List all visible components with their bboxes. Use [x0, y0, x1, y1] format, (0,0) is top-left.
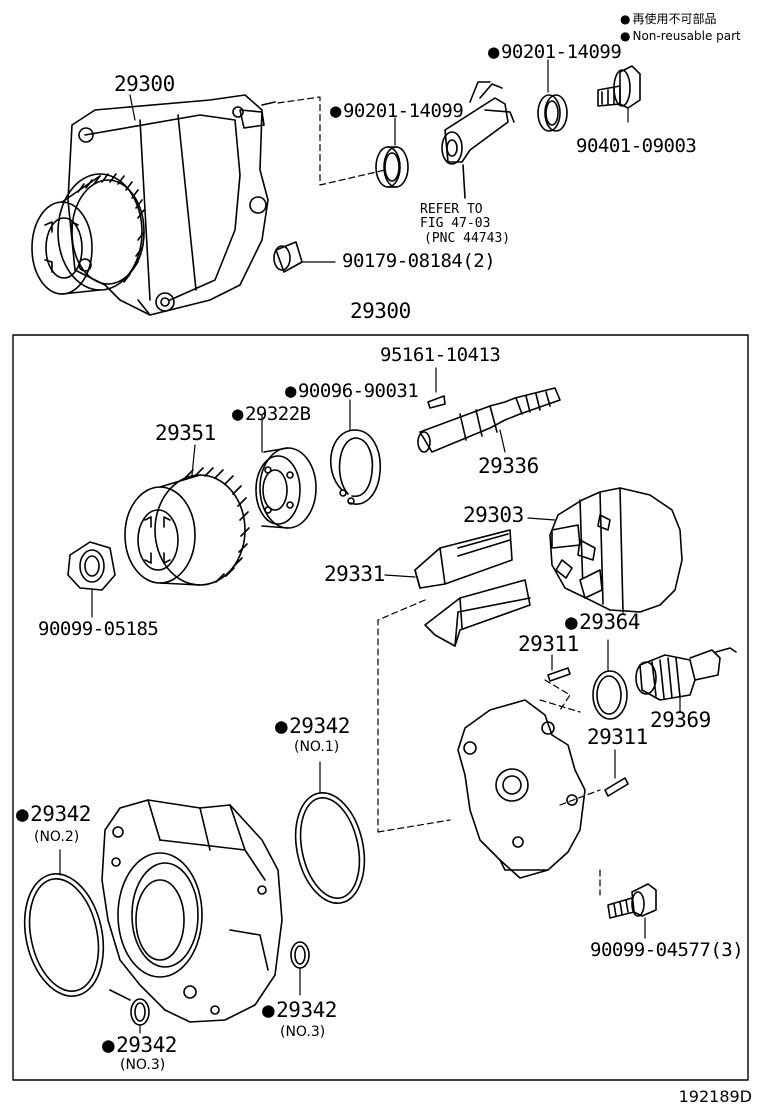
legend-line-1: 再使用不可部品 [620, 13, 716, 25]
rotor-shaft [417, 387, 561, 453]
o-ring-no1 [294, 761, 366, 905]
label-29303: 29303 [463, 503, 524, 527]
label-29331: 29331 [324, 562, 385, 586]
label-no3-a: (NO.3) [120, 1057, 166, 1073]
end-cover [457, 699, 586, 879]
pin-a [547, 654, 571, 682]
o-ring-no2 [23, 849, 105, 997]
legend-line-2: Non-reusable part [620, 30, 740, 42]
label-29364: 29364 [565, 612, 640, 633]
label-no2: (NO.2) [34, 829, 80, 845]
vacuum-pump-assembly-drawing [31, 94, 276, 316]
woodruff-key [427, 367, 446, 409]
snap-ring [329, 399, 381, 505]
label-90401-09003: 90401-09003 [576, 135, 697, 157]
figure-number: 192189D [678, 1087, 752, 1106]
label-90099-05185: 90099-05185 [38, 618, 159, 640]
label-90099-04577: 90099-04577(3) [590, 939, 744, 961]
o-ring-29364 [592, 639, 628, 720]
box-dashed-connectors [377, 599, 601, 896]
refer-line-1: REFER TO [420, 202, 483, 217]
label-29342-no1: 29342 [275, 716, 350, 737]
o-ring-no3-b [290, 941, 310, 996]
top-dashed-connectors [277, 96, 386, 186]
ball-bearing [255, 414, 317, 529]
oil-seal-b [537, 94, 568, 132]
label-95161-10413: 95161-10413 [380, 344, 501, 366]
label-90179-08184: 90179-08184(2) [342, 250, 496, 272]
label-29351: 29351 [155, 421, 216, 445]
label-29311-a: 29311 [518, 632, 579, 656]
label-29311-b: 29311 [587, 725, 648, 749]
o-ring-no3-a [130, 998, 150, 1034]
label-90096-90031: 90096-90031 [285, 382, 419, 401]
refer-line-3: (PNC 44743) [424, 231, 511, 246]
plug [273, 241, 303, 273]
label-29369: 29369 [650, 708, 711, 732]
union-fitting [441, 81, 515, 199]
drive-gear [124, 444, 250, 586]
lock-nut [67, 541, 116, 618]
label-29300-top: 29300 [114, 72, 175, 96]
label-29342-no3-b: 29342 [262, 1000, 337, 1021]
rotor [527, 487, 683, 613]
label-29322B: 29322B [232, 405, 311, 424]
union-bolt [597, 65, 641, 109]
pin-b [604, 749, 629, 797]
vanes [384, 529, 531, 647]
label-no1: (NO.1) [294, 739, 340, 755]
label-29300-box: 29300 [350, 299, 411, 323]
refer-line-2: FIG 47-03 [420, 216, 491, 231]
oil-seal-a [375, 146, 409, 188]
housing-bolt [607, 883, 657, 939]
label-29342-no3-a: 29342 [102, 1035, 177, 1056]
label-no3-b: (NO.3) [280, 1024, 326, 1040]
label-90201-14099-a: 90201-14099 [330, 102, 464, 121]
vacuum-switch [635, 647, 737, 713]
pump-housing [101, 799, 283, 1023]
label-29336: 29336 [478, 454, 539, 478]
label-90201-14099-b: 90201-14099 [488, 43, 622, 62]
top-leader-lines [129, 59, 629, 263]
label-29342-no2: 29342 [16, 804, 91, 825]
kit-boundary-box [12, 334, 749, 1081]
